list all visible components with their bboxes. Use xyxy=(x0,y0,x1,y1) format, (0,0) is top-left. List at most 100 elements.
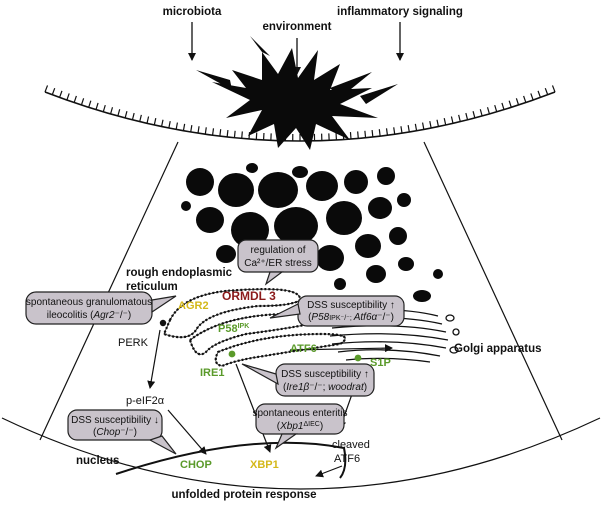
microvillus xyxy=(465,112,469,120)
callout-dss-ire-line1: DSS susceptibility ↑ xyxy=(281,369,369,380)
microvillus xyxy=(458,114,461,122)
microvillus xyxy=(429,121,432,129)
input-microbiota: microbiota xyxy=(163,6,222,18)
microvillus xyxy=(66,93,70,101)
callout-calcium xyxy=(237,239,319,286)
cell-boundaries xyxy=(1,141,601,490)
s1p-marker xyxy=(354,354,362,362)
microvillus xyxy=(160,119,164,127)
microvillus xyxy=(124,111,128,119)
microvillus xyxy=(59,90,63,98)
microvillus xyxy=(73,95,77,103)
microvillus xyxy=(537,90,541,98)
callout-dss-ire xyxy=(241,363,375,397)
callout-calcium-line2: Ca²⁺/ER stress xyxy=(244,258,312,269)
protein-ormdl3: ORMDL 3 xyxy=(222,289,276,303)
microvillus xyxy=(544,87,549,95)
callout-granulomatous-line2: ileocolitis (Agr2⁻/⁻) xyxy=(47,310,131,321)
callout-enteritis-line1: spontaneous enteritis xyxy=(252,408,347,419)
protein-chop: CHOP xyxy=(180,459,212,471)
microvillus xyxy=(226,129,229,138)
label-perk: PERK xyxy=(118,337,149,349)
input-inflammatory-signaling: inflammatory signaling xyxy=(337,6,463,18)
microvillus xyxy=(109,107,114,115)
microvillus xyxy=(233,130,236,138)
microvillus xyxy=(80,98,85,106)
microvillus xyxy=(385,128,389,136)
callout-granulomatous-line1: spontaneous granulomatous xyxy=(26,297,152,308)
ire1-marker xyxy=(228,350,236,358)
microbial-debris xyxy=(196,36,398,150)
microvillus xyxy=(450,116,454,124)
callout-dss-p58-line2: (P58IPK⁻/⁻; Atf6α⁻/⁻) xyxy=(308,312,394,323)
protein-ire1: IRE1 xyxy=(200,367,224,379)
microvillus xyxy=(219,129,222,137)
microvillus xyxy=(501,102,505,110)
label-rer-line1: rough endoplasmic xyxy=(126,267,233,279)
microvillus xyxy=(421,122,425,130)
microvillus xyxy=(515,98,520,106)
nucleus-envelope xyxy=(115,441,347,479)
label-cleaved-atf6-line1: cleaved xyxy=(332,439,370,451)
perk-marker xyxy=(159,319,167,327)
secretory-granules xyxy=(181,163,443,307)
microvillus xyxy=(393,127,396,135)
callout-enteritis-line2: (Xbp1ΔIEC) xyxy=(277,421,323,432)
protein-p58ipk: P58IPK xyxy=(218,323,249,335)
microvillus xyxy=(436,119,440,127)
microvillus xyxy=(479,109,483,117)
microvillus xyxy=(494,104,498,113)
input-arrows xyxy=(188,22,404,75)
microvillus xyxy=(486,107,491,115)
microvillus xyxy=(248,132,251,140)
callout-calcium-line1: regulation of xyxy=(250,245,305,256)
microvillus xyxy=(523,95,527,103)
microvillus xyxy=(197,126,200,134)
callout-enteritis xyxy=(255,403,345,450)
microvillus xyxy=(414,123,418,131)
callout-dss-chop-line1: DSS susceptibility ↓ xyxy=(71,415,159,426)
callout-dss-p58-line1: DSS susceptibility ↑ xyxy=(307,300,395,311)
label-rer-line2: reticulum xyxy=(126,281,178,293)
microvillus xyxy=(190,124,193,133)
protein-atf6: ATF6 xyxy=(290,343,317,355)
microvillus xyxy=(211,128,215,136)
microvillus xyxy=(88,100,92,108)
protein-xbp1: XBP1 xyxy=(250,459,279,471)
callout-dss-chop xyxy=(67,409,177,455)
microvillus xyxy=(530,93,534,101)
microvillus xyxy=(472,111,476,119)
microvillus xyxy=(349,132,352,140)
microvillus xyxy=(371,129,374,138)
input-environment: environment xyxy=(262,21,331,33)
microvillus xyxy=(95,102,99,110)
microvillus xyxy=(117,109,121,117)
microvillus xyxy=(168,121,171,129)
microvillus xyxy=(51,87,56,95)
microvillus xyxy=(443,118,447,126)
microvillus xyxy=(357,131,359,139)
label-unfolded-protein-response: unfolded protein response xyxy=(171,489,316,501)
microvillus xyxy=(378,129,381,137)
microvillus xyxy=(102,104,106,113)
microvillus xyxy=(407,124,410,133)
protein-agr2: AGR2 xyxy=(178,300,209,312)
callout-dss-ire-line2: (Ire1β⁻/⁻; woodrat) xyxy=(283,382,367,393)
callout-dss-chop-line2: (Chop⁻/⁻) xyxy=(93,427,137,438)
microvillus xyxy=(175,122,179,130)
er-membrane-inner xyxy=(163,288,346,367)
epithelial-surface xyxy=(44,85,556,142)
microvillus xyxy=(551,85,556,93)
microvillus xyxy=(364,130,367,138)
protein-s1p: S1P xyxy=(370,357,391,369)
microvillus xyxy=(508,100,512,108)
callout-granulomatous xyxy=(25,291,177,325)
label-p-eif2a: p-eIF2α xyxy=(126,395,165,407)
microvillus xyxy=(400,126,403,134)
microvillus xyxy=(44,85,49,93)
label-cleaved-atf6-line2: ATF6 xyxy=(334,453,360,465)
microvillus xyxy=(146,116,150,124)
microvillus xyxy=(241,131,243,139)
